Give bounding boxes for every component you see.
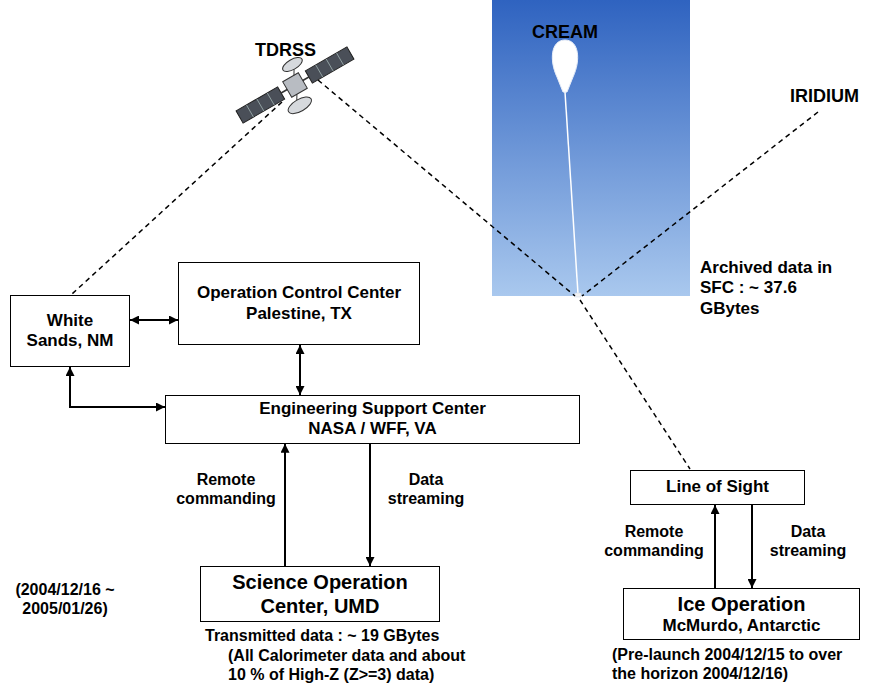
connector-arrow (70, 367, 165, 407)
edge-label: Data streaming (762, 522, 854, 560)
satellite-icon (228, 32, 364, 139)
connector-arrow (369, 444, 371, 566)
box-text: Engineering Support Center (172, 399, 573, 419)
station-box: Science Operation Center, UMD (200, 566, 440, 622)
balloon-rigging (565, 92, 578, 294)
box-text: Ice Operation (630, 592, 853, 616)
box-text: Science Operation Center, UMD (207, 570, 433, 618)
box-text: Line of Sight (637, 477, 798, 497)
radio-link (580, 300, 690, 469)
edge-label: Remote commanding (600, 522, 708, 560)
connector-arrow (714, 505, 716, 588)
annotation-label: (Pre-launch 2004/12/15 to over the horiz… (612, 645, 852, 683)
station-box: White Sands, NM (10, 295, 130, 367)
annotation-label: IRIDIUM (790, 86, 859, 108)
sky-photo (492, 0, 690, 296)
box-text: Palestine, TX (185, 304, 413, 324)
annotation-label: Archived data in SFC : ~ 37.6 GBytes (700, 258, 850, 319)
box-text: Operation Control Center (185, 283, 413, 303)
box-text: White Sands, NM (17, 311, 123, 352)
annotation-label: CREAM (532, 22, 598, 44)
edge-label: Data streaming (380, 470, 472, 508)
station-box: Line of Sight (630, 470, 805, 505)
box-text: McMurdo, Antarctic (630, 616, 853, 636)
annotation-label: Transmitted data : ~ 19 GBytes (205, 626, 490, 645)
annotation-label: TDRSS (255, 40, 316, 62)
station-box: Ice OperationMcMurdo, Antarctic (623, 588, 860, 640)
station-box: Operation Control CenterPalestine, TX (178, 262, 420, 345)
annotation-label: (2004/12/16 ~ 2005/01/26) (4, 580, 126, 618)
annotation-label: (All Calorimeter data and about 10 % of … (228, 646, 478, 684)
box-text: NASA / WFF, VA (172, 419, 573, 439)
connector-arrow (751, 505, 753, 588)
balloon (552, 40, 577, 92)
payload (575, 293, 581, 297)
station-box: Engineering Support CenterNASA / WFF, VA (165, 395, 580, 444)
connector-arrow (284, 444, 286, 566)
connector-arrow (299, 345, 301, 395)
edge-label: Remote commanding (172, 470, 280, 508)
connector-arrow (130, 319, 178, 321)
